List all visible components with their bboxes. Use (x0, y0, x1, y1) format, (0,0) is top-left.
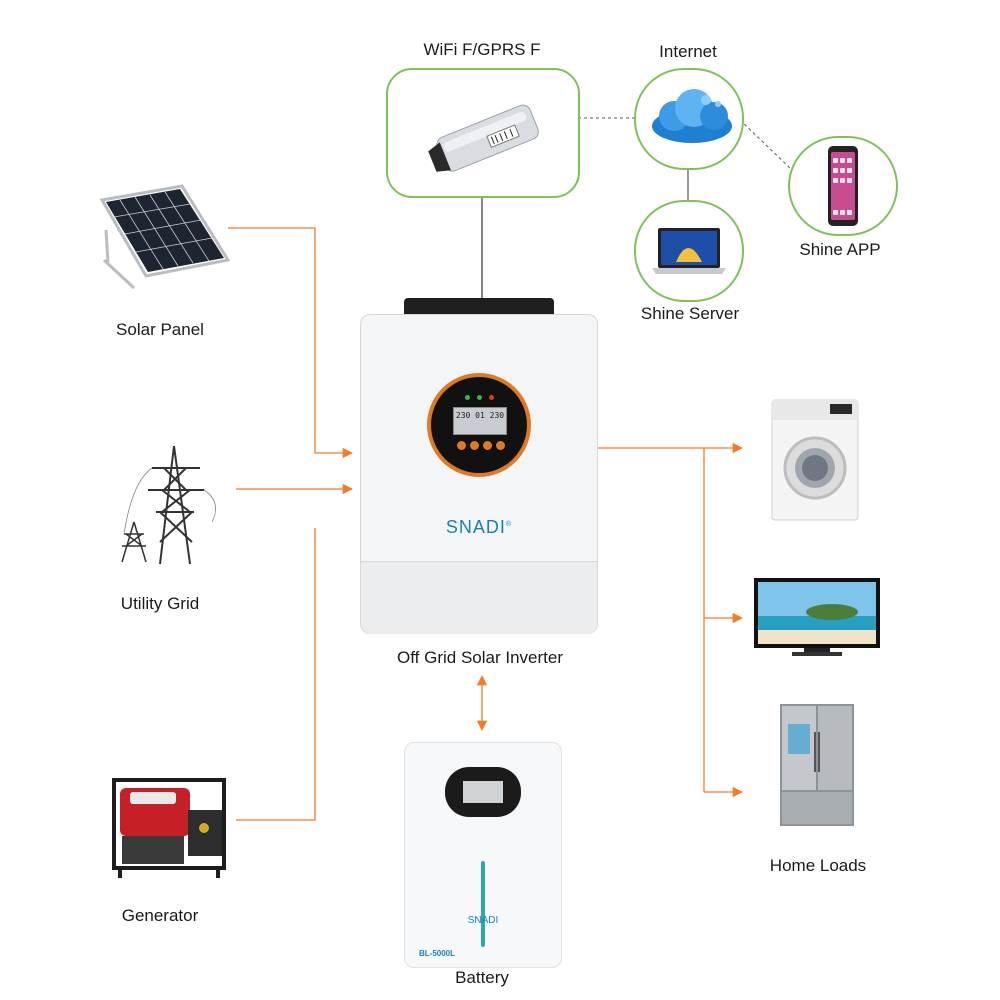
wifi-dongle-icon (428, 104, 539, 172)
inverter-button[interactable] (457, 441, 466, 450)
inverter-buttons (457, 441, 505, 451)
battery-model: BL-5000L (419, 949, 456, 958)
shine-app-label: Shine APP (799, 240, 881, 259)
generator-label: Generator (121, 906, 199, 925)
battery-display (445, 767, 521, 817)
inverter-button[interactable] (483, 441, 492, 450)
internet-to-app-line (739, 119, 791, 169)
inverter-device: 230 01 230 SNADI® (360, 298, 598, 636)
battery-level-strip (481, 861, 485, 947)
shine-app-box (788, 136, 898, 236)
shine-server-label: Shine Server (640, 304, 740, 323)
utility-grid-label: Utility Grid (120, 594, 200, 613)
solar-panel-label: Solar Panel (116, 320, 204, 339)
battery-device: SNADI BL-5000L (404, 742, 562, 968)
solar-panel-icon (99, 184, 230, 290)
cloud-icon (652, 89, 732, 143)
wifi-label: WiFi F/GPRS F (423, 40, 541, 59)
inverter-lcd: 230 01 230 (453, 407, 507, 435)
inverter-indicator-leds (465, 395, 495, 401)
tv-icon (754, 578, 880, 656)
inverter-lower-panel (361, 561, 597, 634)
battery-brand: SNADI (467, 915, 499, 926)
internet-box (634, 68, 744, 170)
inverter-body: 230 01 230 SNADI® (360, 314, 598, 634)
inverter-label: Off Grid Solar Inverter (397, 648, 563, 667)
inverter-control-ring: 230 01 230 (427, 373, 531, 477)
power-tower-icon (121, 445, 216, 565)
internet-label: Internet (659, 42, 717, 61)
battery-label: Battery (455, 968, 509, 987)
inverter-lcd-reading: 230 01 230 (455, 411, 505, 420)
generator-to-inverter-line (236, 528, 316, 821)
home-loads-label: Home Loads (769, 856, 867, 875)
refrigerator-icon (780, 704, 854, 826)
inverter-button[interactable] (470, 441, 479, 450)
inverter-button[interactable] (496, 441, 505, 450)
inverter-brand: SNADI® (445, 517, 513, 537)
solar-to-inverter-line (228, 227, 354, 459)
generator-icon (112, 778, 226, 878)
washing-machine-icon (771, 399, 859, 521)
shine-server-box (634, 200, 744, 302)
laptop-icon (652, 228, 726, 274)
phone-icon (828, 146, 858, 226)
wifi-module-box (386, 68, 580, 198)
inverter-mount-bracket (404, 298, 554, 318)
